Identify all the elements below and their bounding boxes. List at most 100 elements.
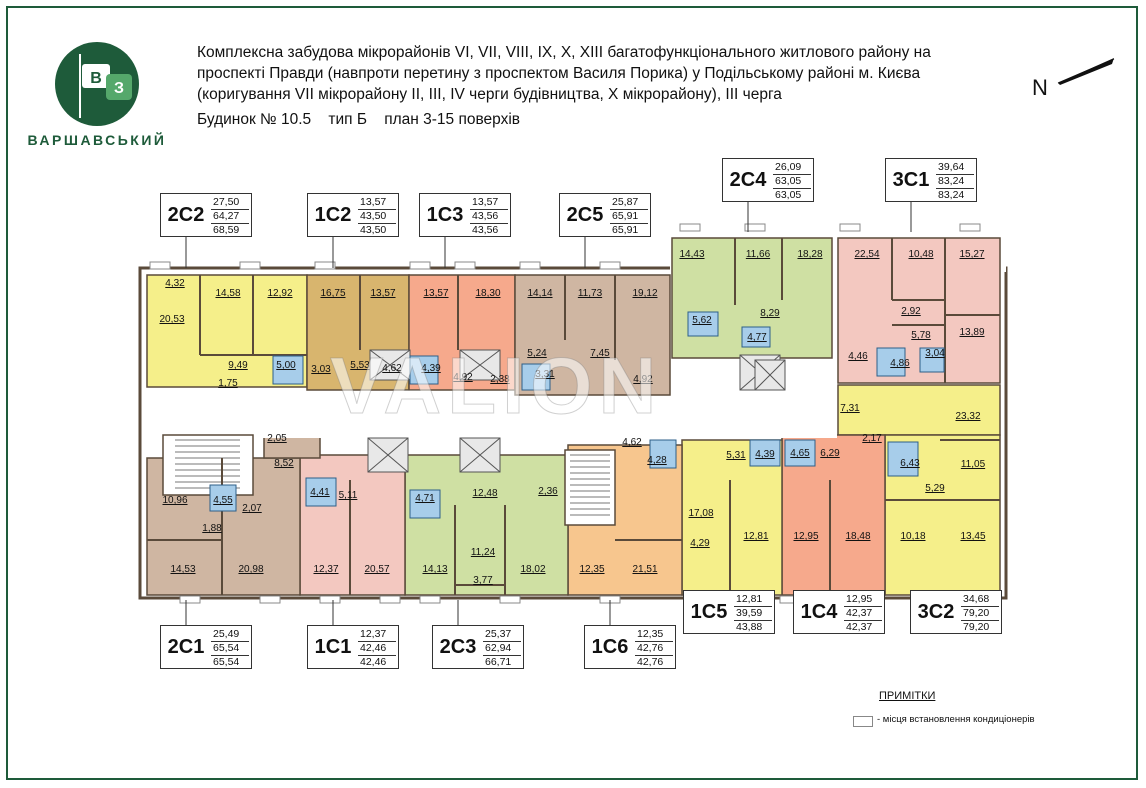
apartment-area-value: 13,57 (470, 196, 508, 210)
room-area-label: 5,53 (350, 360, 370, 371)
room-area-label: 3,77 (473, 575, 493, 586)
room-area-label: 10,48 (908, 249, 933, 260)
apartment-code: 3С2 (917, 600, 955, 623)
header-subtitle: Будинок № 10.5 тип Б план 3-15 поверхів (197, 111, 521, 128)
apartment-area-value: 34,68 (961, 593, 999, 607)
room-area-label: 17,08 (688, 508, 713, 519)
apartment-block-6 (837, 237, 1001, 384)
page-frame (6, 6, 1138, 780)
apartment-block-12 (404, 454, 569, 596)
elevator-cross (459, 437, 501, 473)
ac-placement-mark (379, 595, 401, 604)
room-area-label: 16,75 (320, 288, 345, 299)
room-area-label: 12,92 (267, 288, 292, 299)
ac-placement-mark (239, 261, 261, 270)
room-area-label: 1,88 (202, 523, 222, 534)
ac-placement-mark (499, 595, 521, 604)
ac-placement-mark (519, 261, 541, 270)
bathroom-tiles (749, 439, 781, 467)
apartment-area-value: 43,50 (358, 210, 396, 224)
stairwell-left (162, 434, 254, 496)
apartment-block-7 (837, 384, 1001, 436)
room-area-label: 12,81 (743, 531, 768, 542)
header-line-2: проспекті Правди (навпроти перетину з пр… (197, 65, 921, 82)
apartment-area-value: 43,50 (360, 224, 387, 236)
logo-letter-2: З (114, 80, 124, 97)
apartment-area-value: 13,57 (358, 196, 396, 210)
room-area-label: 4,77 (747, 332, 767, 343)
watermark: VALION (329, 341, 663, 431)
room-area-label: 14,14 (527, 288, 552, 299)
room-area-label: 9,49 (228, 360, 248, 371)
room-area-label: 13,45 (960, 531, 985, 542)
elevator-cross (367, 437, 409, 473)
room-area-label: 13,57 (370, 288, 395, 299)
bathroom-tiles (209, 484, 237, 512)
elevator-cross (459, 349, 501, 381)
ac-placement-mark (419, 595, 441, 604)
room-area-label: 4,32 (165, 278, 185, 289)
apartment-code: 1С4 (800, 600, 838, 623)
room-area-label: 4,62 (622, 437, 642, 448)
ac-placement-mark (314, 261, 336, 270)
apartment-area-value: 12,35 (635, 628, 673, 642)
apartment-area-value: 63,05 (773, 175, 811, 189)
room-area-label: 10,96 (162, 495, 187, 506)
ac-placement-mark (959, 223, 981, 232)
room-area-label: 5,00 (276, 360, 296, 371)
room-area-label: 3,03 (311, 364, 331, 375)
north-arrow: N (1028, 55, 1120, 105)
bathroom-tiles (919, 347, 945, 373)
room-area-label: 11,66 (746, 249, 771, 260)
bathroom-tiles (887, 441, 919, 477)
bathroom-tiles (409, 355, 439, 385)
bathroom-tiles (784, 439, 816, 467)
room-area-label: 8,52 (274, 458, 294, 469)
room-area-label: 13,57 (423, 288, 448, 299)
room-area-label: 12,48 (472, 488, 497, 499)
room-area-label: 4,92 (633, 374, 653, 385)
apartment-area-value: 27,50 (211, 196, 249, 210)
apartment-area-value: 68,59 (213, 224, 240, 236)
room-area-label: 20,53 (159, 314, 184, 325)
apartment-area-value: 43,56 (472, 224, 499, 236)
ac-placement-mark (454, 261, 476, 270)
apartment-area-value: 43,88 (736, 621, 763, 633)
room-area-label: 12,95 (793, 531, 818, 542)
bathroom-tiles (876, 347, 906, 377)
apartment-area-value: 26,09 (773, 161, 811, 175)
room-area-label: 18,30 (475, 288, 500, 299)
room-area-label: 4,92 (453, 372, 473, 383)
apartment-area-value: 25,37 (483, 628, 521, 642)
apartment-area-value: 66,71 (485, 656, 512, 668)
apartment-area-value: 12,81 (734, 593, 772, 607)
room-area-label: 2,38 (490, 374, 510, 385)
room-area-label: 20,98 (238, 564, 263, 575)
room-area-label: 5,78 (911, 330, 931, 341)
room-area-label: 2,92 (901, 306, 921, 317)
ac-placement-legend-icon (853, 716, 873, 727)
apartment-block-1 (146, 274, 308, 388)
room-area-label: 12,35 (579, 564, 604, 575)
room-area-label: 4,86 (890, 358, 910, 369)
elevator-cross (369, 349, 411, 381)
bathroom-tiles (649, 439, 677, 469)
room-area-label: 4,62 (382, 363, 402, 374)
room-area-label: 2,05 (267, 433, 287, 444)
north-arrow-icon (1057, 58, 1115, 85)
ac-placement-mark (179, 595, 201, 604)
apartment-code: 1С6 (591, 635, 629, 658)
apartment-code: 1С5 (690, 600, 728, 623)
room-area-label: 13,89 (959, 327, 984, 338)
room-area-label: 23,32 (955, 411, 980, 422)
